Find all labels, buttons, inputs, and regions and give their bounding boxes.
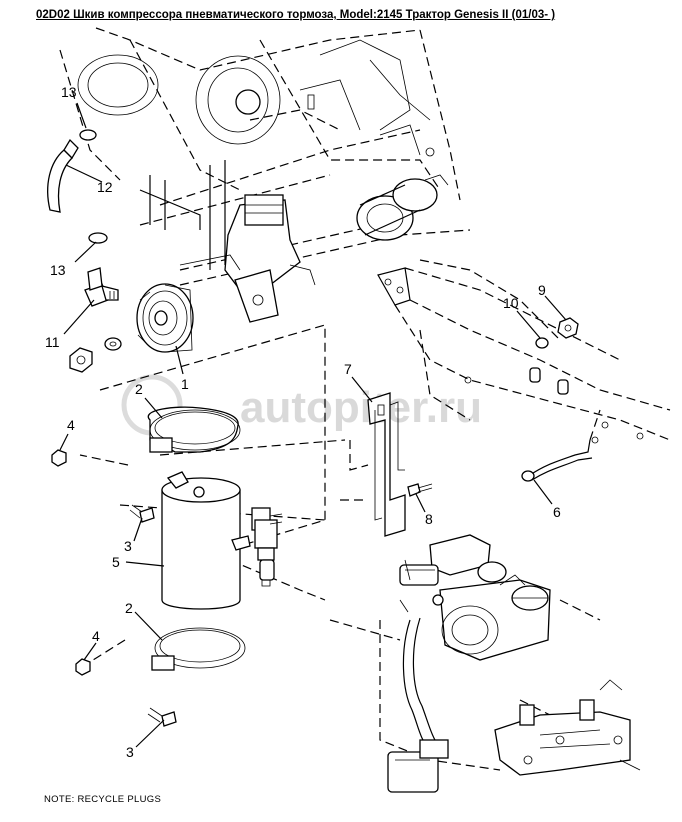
callouts: 13 12 13 11 1 2 4 3 5 2 4 3 6 7 8 9 10 xyxy=(45,84,561,760)
callout-4-lower: 4 xyxy=(92,628,100,644)
strap-nut-lower xyxy=(75,658,91,676)
strap-nut-upper xyxy=(51,449,67,467)
nut xyxy=(69,347,93,373)
hose-clamp-bottom xyxy=(88,232,108,244)
mounting-bracket xyxy=(340,392,433,537)
callout-10: 10 xyxy=(503,295,519,311)
callout-7: 7 xyxy=(344,361,352,377)
air-hose xyxy=(529,439,591,476)
callout-1: 1 xyxy=(181,376,189,392)
air-tank xyxy=(161,471,241,610)
lock-washer xyxy=(535,337,549,349)
callout-2-lower: 2 xyxy=(125,600,133,616)
frame-rail xyxy=(377,267,671,482)
callout-2-upper: 2 xyxy=(135,381,143,397)
diagram-title: 02D02 Шкив компрессора пневматического т… xyxy=(36,9,556,21)
callout-5: 5 xyxy=(112,554,120,570)
callout-3-lower: 3 xyxy=(126,744,134,760)
watermark-text: autopiter.ru xyxy=(240,383,482,432)
strap-bolt-lower xyxy=(147,707,177,727)
callout-6: 6 xyxy=(553,504,561,520)
callout-11: 11 xyxy=(45,334,60,350)
hose-clamp-top xyxy=(79,129,97,141)
engine-frame-background xyxy=(59,27,561,341)
leader-lines xyxy=(59,102,567,748)
callout-3-upper: 3 xyxy=(124,538,132,554)
valve-pipe-assembly xyxy=(379,534,641,793)
recycle-note: NOTE: RECYCLE PLUGS xyxy=(44,794,162,805)
callout-13-upper: 13 xyxy=(61,84,77,100)
lower-tank-strap xyxy=(151,627,246,671)
hex-nut xyxy=(557,317,579,339)
callout-12: 12 xyxy=(97,179,113,195)
callout-13-lower: 13 xyxy=(50,262,66,278)
watermark: autopiter.ru xyxy=(121,374,482,436)
air-tank-assembly xyxy=(51,324,401,727)
upper-tank-strap xyxy=(147,406,241,453)
washer xyxy=(104,337,122,351)
drain-valve xyxy=(231,507,283,587)
bracket-bolt xyxy=(407,483,421,497)
callout-8: 8 xyxy=(425,511,433,527)
callout-9: 9 xyxy=(538,282,546,298)
callout-4-upper: 4 xyxy=(67,417,75,433)
